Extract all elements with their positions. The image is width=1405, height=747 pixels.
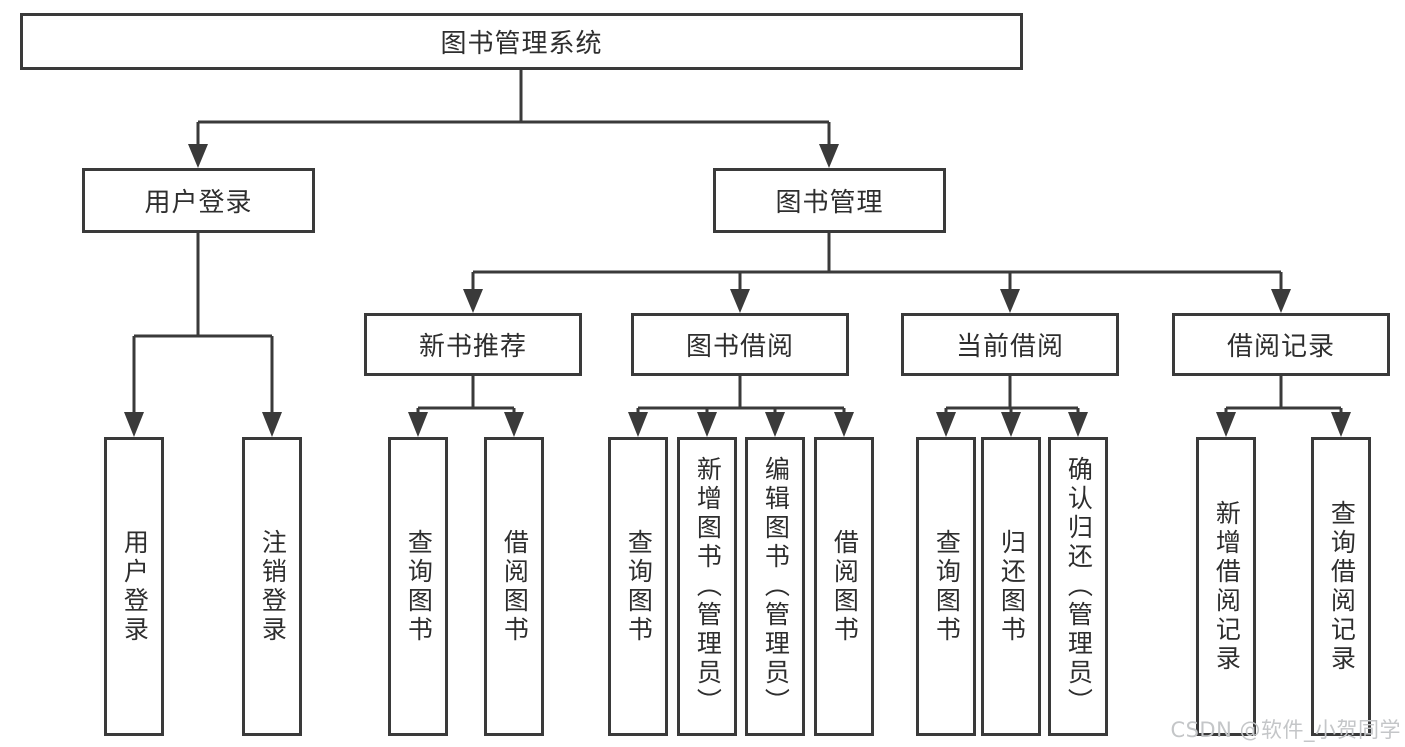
arrowhead: [1068, 412, 1088, 437]
leaf-query-borrow-record: 查询借阅记录: [1311, 437, 1371, 736]
node-book-management-label: 图书管理: [775, 188, 884, 218]
arrowhead: [936, 412, 956, 437]
node-book-borrowing: 图书借阅: [631, 313, 849, 376]
connector-new-book-rec-stem: [416, 376, 516, 414]
arrowhead: [628, 412, 648, 437]
leaf-add-book-admin: 新增图书（管理员）: [677, 437, 737, 736]
node-user-login-label: 用户登录: [144, 188, 253, 218]
leaf-confirm-return-admin-label: 确认归还（管理员）: [1064, 456, 1094, 717]
node-root-label: 图书管理系统: [440, 29, 603, 59]
node-new-book-recommendation-label: 新书推荐: [418, 332, 527, 362]
connector-current-borrow-stem: [944, 376, 1080, 414]
leaf-query-books-borrowing: 查询图书: [608, 437, 668, 736]
arrowhead: [504, 412, 524, 437]
leaf-borrow-books-recommend: 借阅图书: [484, 437, 544, 736]
connector-book-mgmt-stem: [471, 233, 1283, 291]
leaf-borrow-books-recommend-label: 借阅图书: [500, 528, 530, 645]
leaf-query-books-recommend-label: 查询图书: [404, 528, 434, 645]
arrowhead: [765, 412, 785, 437]
arrowhead: [262, 412, 282, 437]
arrowhead: [1000, 289, 1020, 313]
leaf-user-login-label: 用户登录: [120, 528, 150, 645]
leaf-user-login: 用户登录: [104, 437, 164, 736]
node-current-borrowing: 当前借阅: [901, 313, 1119, 376]
connector-root-stem: [196, 70, 831, 146]
arrowhead: [1216, 412, 1236, 437]
leaf-query-borrow-record-label: 查询借阅记录: [1327, 499, 1357, 674]
node-borrowing-records-label: 借阅记录: [1226, 332, 1335, 362]
arrowhead: [188, 144, 208, 168]
leaf-query-books-recommend: 查询图书: [388, 437, 448, 736]
csdn-watermark: CSDN @软件_小贺同学: [1170, 718, 1401, 742]
node-borrowing-records: 借阅记录: [1172, 313, 1390, 376]
arrowhead: [124, 412, 144, 437]
node-book-borrowing-label: 图书借阅: [685, 332, 794, 362]
connector-borrow-records-stem: [1224, 376, 1343, 414]
node-user-login: 用户登录: [82, 168, 315, 233]
arrowhead: [730, 289, 750, 313]
leaf-query-books-borrowing-label: 查询图书: [624, 528, 654, 645]
leaf-return-books-label: 归还图书: [997, 528, 1027, 645]
node-root-system: 图书管理系统: [20, 13, 1023, 70]
leaf-confirm-return-admin: 确认归还（管理员）: [1048, 437, 1108, 736]
arrowhead: [819, 144, 839, 168]
leaf-query-books-current-label: 查询图书: [932, 528, 962, 645]
leaf-borrow-books-label: 借阅图书: [830, 528, 860, 645]
leaf-edit-book-admin: 编辑图书（管理员）: [745, 437, 805, 736]
leaf-logout: 注销登录: [242, 437, 302, 736]
node-book-management: 图书管理: [713, 168, 946, 233]
leaf-add-book-admin-label: 新增图书（管理员）: [693, 456, 723, 717]
node-current-borrowing-label: 当前借阅: [955, 332, 1064, 362]
connector-user-login-stem: [132, 233, 274, 414]
arrowhead: [463, 289, 483, 313]
leaf-borrow-books: 借阅图书: [814, 437, 874, 736]
arrowhead: [834, 412, 854, 437]
leaf-return-books: 归还图书: [981, 437, 1041, 736]
leaf-add-borrow-record-label: 新增借阅记录: [1212, 499, 1242, 674]
arrowhead: [1331, 412, 1351, 437]
leaf-query-books-current: 查询图书: [916, 437, 976, 736]
leaf-add-borrow-record: 新增借阅记录: [1196, 437, 1256, 736]
connector-book-borrow-stem: [636, 376, 846, 414]
node-new-book-recommendation: 新书推荐: [364, 313, 582, 376]
arrowhead: [697, 412, 717, 437]
leaf-edit-book-admin-label: 编辑图书（管理员）: [761, 456, 791, 717]
arrowhead: [408, 412, 428, 437]
leaf-logout-label: 注销登录: [258, 528, 288, 645]
arrowhead: [1001, 412, 1021, 437]
arrowhead: [1271, 289, 1291, 313]
